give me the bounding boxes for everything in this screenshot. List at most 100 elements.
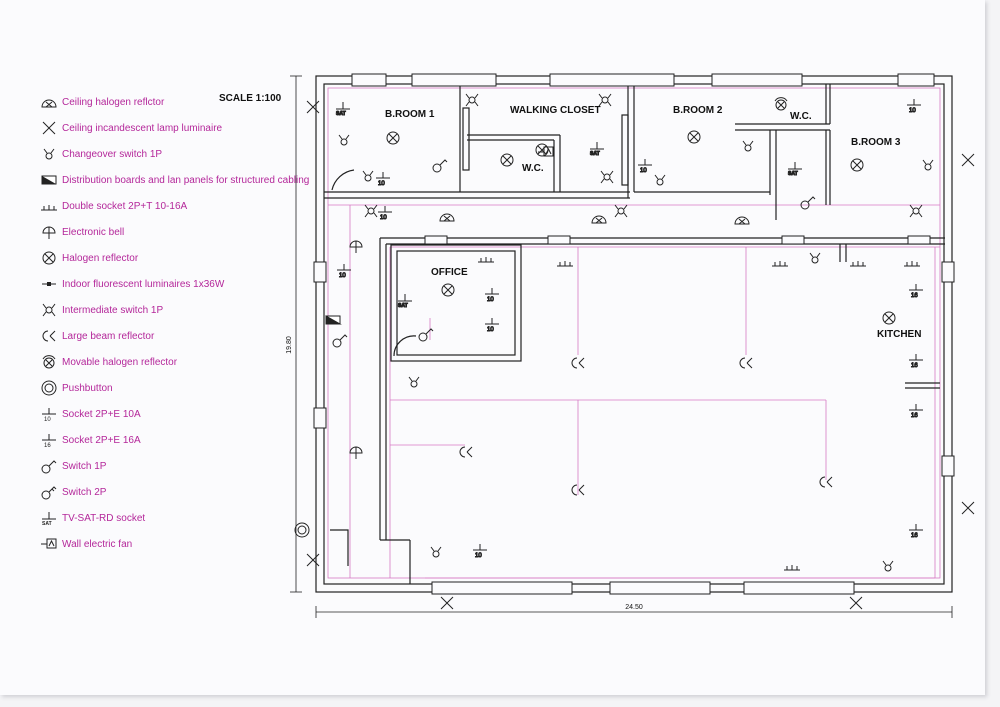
switch-2p-icon: [41, 486, 57, 500]
ceiling-incandescent-lamp-icon: [961, 153, 975, 167]
legend-item: Double socket 2P+T 10-16A: [40, 196, 187, 216]
svg-text:SAT: SAT: [590, 151, 600, 157]
dimension-lines: [290, 75, 953, 618]
changeover-switch-icon: [882, 560, 894, 572]
tv-sat-socket-icon: SAT: [398, 294, 412, 310]
legend-item: Halogen reflector: [40, 248, 138, 268]
room-label-broom1: B.ROOM 1: [385, 109, 435, 120]
socket-16a-icon: 16: [909, 284, 923, 300]
ceiling-halogen-reflector-icon: [591, 215, 607, 224]
changeover-switch-icon: [922, 159, 934, 171]
halogen-reflector-icon: [386, 131, 400, 145]
room-label-broom3: B.ROOM 3: [851, 137, 901, 148]
tv-sat-socket-icon: SAT: [788, 162, 802, 178]
legend-item: Switch 2P: [40, 482, 106, 502]
legend-item: 10 Socket 2P+E 10A: [40, 404, 141, 424]
legend-item: Changeover switch 1P: [40, 144, 162, 164]
double-socket-icon: [904, 261, 920, 267]
ceiling-incandescent-lamp-icon: [306, 553, 320, 567]
svg-text:16: 16: [911, 363, 918, 369]
socket-10a-icon: 10: [42, 408, 56, 422]
halogen-reflector-icon: [882, 311, 896, 325]
halogen-reflector-icon: [535, 143, 549, 157]
tv-sat-socket-icon: SAT: [336, 102, 350, 118]
distribution-board-icon: [41, 175, 57, 185]
movable-halogen-reflector-icon: [42, 355, 56, 369]
legend-item: Indoor fluorescent luminaires 1x36W: [40, 274, 224, 294]
legend-item: Large beam reflector: [40, 326, 154, 346]
ceiling-incandescent-lamp-icon: [440, 596, 454, 610]
socket-10a-icon: 10: [376, 172, 390, 188]
room-label-broom2: B.ROOM 2: [673, 105, 723, 116]
changeover-switch-icon: [809, 252, 821, 264]
legend-label: Socket 2P+E 10A: [62, 408, 141, 420]
svg-text:10: 10: [487, 297, 494, 303]
legend-label: Large beam reflector: [62, 330, 155, 342]
intermediate-switch-icon: [364, 204, 378, 218]
legend-label: Socket 2P+E 16A: [62, 434, 141, 446]
legend-label: Halogen reflector: [62, 252, 139, 264]
socket-16a-icon: 16: [909, 524, 923, 540]
socket-16a-icon: 16: [909, 404, 923, 420]
large-beam-reflector-icon: [819, 476, 833, 488]
room-label-walking-closet: WALKING CLOSET: [510, 105, 601, 116]
changeover-switch-icon: [362, 170, 374, 182]
socket-10a-icon: 10: [485, 318, 499, 334]
ceiling-halogen-reflector-icon: [734, 216, 750, 225]
legend-label: Ceiling incandescent lamp luminaire: [62, 122, 223, 134]
svg-text:16: 16: [44, 443, 51, 448]
legend-item: Switch 1P: [40, 456, 106, 476]
ceiling-halogen-reflector-icon: [439, 213, 455, 222]
pushbutton-icon: [41, 380, 57, 396]
room-label-kitchen: KITCHEN: [877, 329, 921, 340]
intermediate-switch-icon: [42, 303, 56, 317]
svg-text:10: 10: [487, 327, 494, 333]
drawing-sheet: [0, 0, 985, 695]
intermediate-switch-icon: [465, 93, 479, 107]
legend-item: Ceiling halogen reflctor: [40, 92, 164, 112]
svg-text:SAT: SAT: [788, 171, 798, 177]
svg-text:16: 16: [911, 293, 918, 299]
scale-label: SCALE 1:100: [219, 93, 282, 104]
switch-1p-icon: [800, 196, 816, 210]
halogen-reflector-icon: [850, 158, 864, 172]
double-socket-icon: [784, 565, 800, 571]
legend-item: Movable halogen reflector: [40, 352, 177, 372]
legend-label: Double socket 2P+T 10-16A: [62, 200, 188, 212]
double-socket-icon: [557, 261, 573, 267]
svg-text:10: 10: [380, 215, 387, 221]
ceiling-incandescent-lamp-icon: [42, 121, 56, 135]
svg-text:10: 10: [44, 417, 51, 422]
changeover-switch-icon: [742, 140, 754, 152]
ceiling-halogen-reflector-icon: [41, 99, 57, 108]
pushbutton-icon: [294, 522, 310, 538]
electronic-bell-icon: [349, 446, 363, 459]
legend-item: Electronic bell: [40, 222, 124, 242]
socket-10a-icon: 10: [473, 544, 487, 560]
fluorescent-luminaire-icon: [42, 282, 56, 286]
socket-10a-icon: 10: [378, 206, 392, 222]
socket-10a-icon: 10: [638, 159, 652, 175]
svg-text:16: 16: [911, 413, 918, 419]
legend-label: Ceiling halogen reflctor: [62, 96, 165, 108]
legend-item: Wall electric fan: [40, 534, 132, 554]
svg-text:SAT: SAT: [336, 111, 346, 117]
dimension-height: 19.80: [286, 336, 293, 354]
distribution-board-icon: [325, 315, 342, 325]
svg-text:16: 16: [911, 533, 918, 539]
intermediate-switch-icon: [598, 93, 612, 107]
legend-label: Electronic bell: [62, 226, 125, 238]
double-socket-icon: [41, 205, 57, 211]
changeover-switch-icon: [654, 174, 666, 186]
ceiling-incandescent-lamp-icon: [961, 501, 975, 515]
socket-10a-icon: 10: [485, 288, 499, 304]
halogen-reflector-icon: [42, 251, 56, 265]
electronic-bell-icon: [42, 226, 56, 239]
room-label-wc2: W.C.: [790, 111, 812, 122]
large-beam-reflector-icon: [571, 357, 585, 369]
tv-sat-socket-icon: SAT: [42, 512, 56, 526]
svg-text:10: 10: [640, 168, 647, 174]
